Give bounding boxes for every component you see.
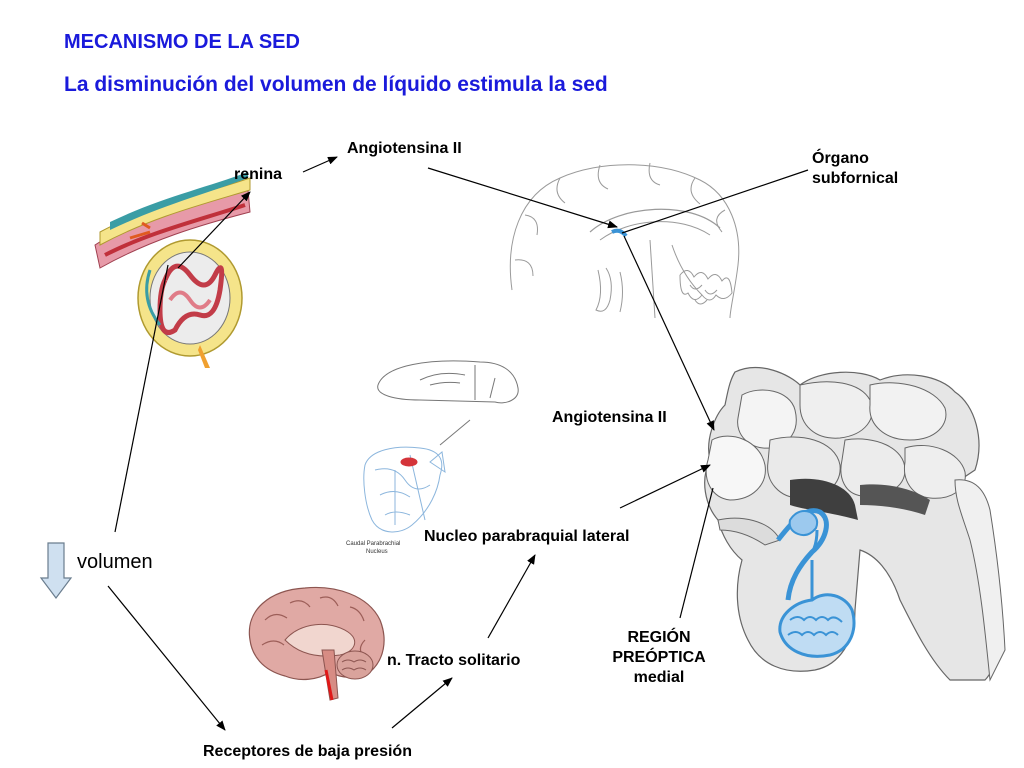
- arrow-kidney-to-renina: [177, 191, 251, 269]
- label-organo-subfornical: Órgano subfornical: [812, 149, 898, 189]
- human-brain-illustration: [248, 586, 385, 701]
- kidney-illustration: [94, 172, 251, 368]
- label-nucleo-parabraquial: Nucleo parabraquial lateral: [424, 528, 630, 545]
- caudal-label-line1: Caudal Parabrachial: [346, 541, 400, 547]
- page-subtitle: La disminución del volumen de líquido es…: [64, 73, 608, 96]
- parabrachial-section: [363, 446, 446, 533]
- arrow-receptores-to-tracto: [391, 677, 453, 729]
- arrow-tracto-to-parabraquial: [487, 554, 536, 639]
- line-organo-label: [621, 169, 809, 234]
- brain-sagittal-outline: [509, 162, 740, 319]
- line-volumen-to-kidney: [114, 264, 169, 533]
- label-region-line2: PREÓPTICA: [612, 649, 706, 666]
- arrow-volumen-to-receptores: [107, 585, 226, 731]
- label-organo-line1: Órgano: [812, 150, 869, 167]
- caudal-label-line2: Nucleus: [366, 549, 388, 555]
- label-angiotensina-top: Angiotensina II: [347, 140, 462, 157]
- label-receptores: Receptores de baja presión: [203, 743, 412, 760]
- arrow-sfo-to-preoptic: [623, 235, 715, 431]
- arrow-renina-to-angiotensina: [302, 156, 338, 173]
- line-region-label: [679, 487, 714, 619]
- label-angiotensina-mid: Angiotensina II: [552, 409, 667, 426]
- connector-lines: [107, 156, 809, 731]
- label-region-line3: medial: [633, 669, 685, 686]
- hypothalamus-illustration: [704, 367, 1006, 682]
- label-volumen: volumen: [77, 551, 153, 573]
- arrow-parabraquial-to-preoptic: [619, 464, 711, 509]
- label-region-line1: REGIÓN: [627, 629, 691, 646]
- page-title: MECANISMO DE LA SED: [64, 31, 300, 53]
- label-renina: renina: [234, 166, 283, 183]
- down-arrow-icon: [39, 542, 73, 599]
- label-tracto-solitario: n. Tracto solitario: [387, 652, 521, 669]
- label-region-preoptica: REGIÓN PREÓPTICA medial: [600, 628, 718, 688]
- arrow-angiotensina-to-sfo: [427, 167, 618, 229]
- rat-brain-outline: [377, 360, 519, 446]
- label-organo-line2: subfornical: [812, 170, 899, 187]
